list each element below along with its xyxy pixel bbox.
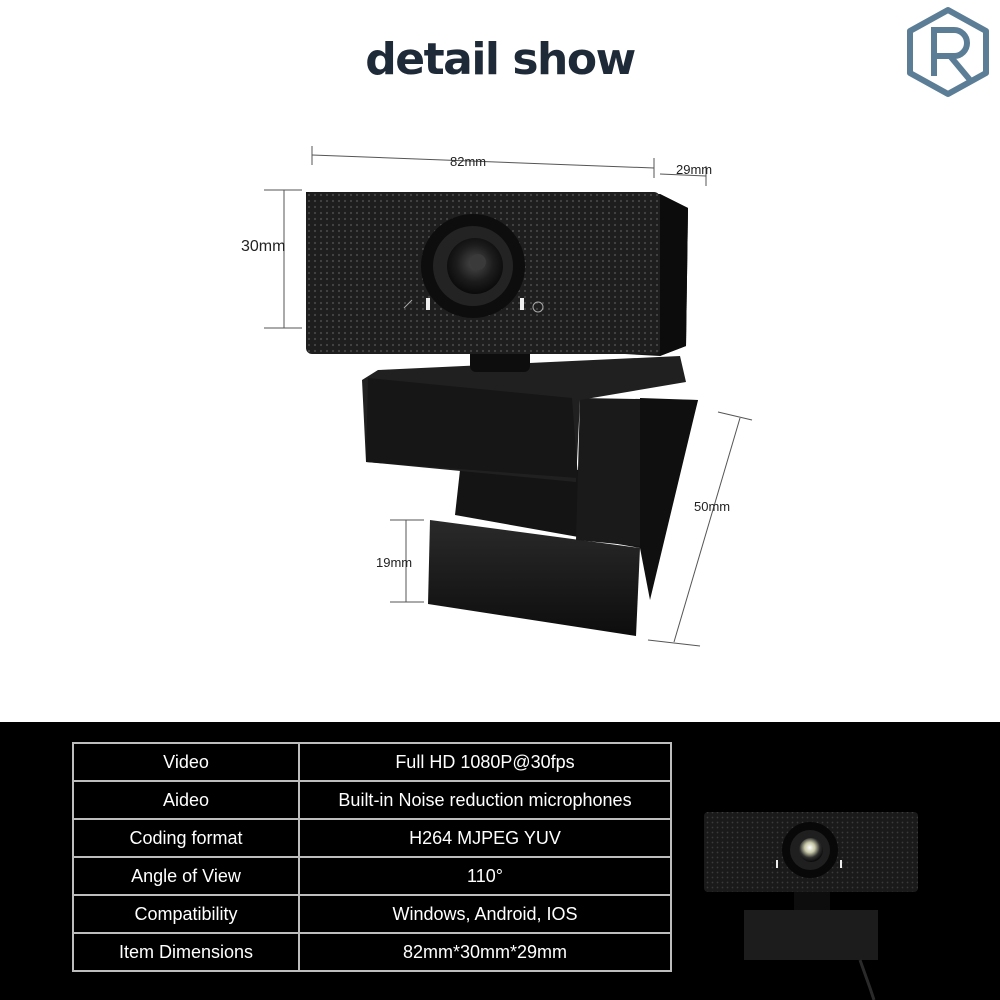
- hexagon-r-logo-icon: [907, 7, 989, 97]
- spec-value: 110°: [298, 856, 672, 896]
- webcam-thumbnail: [704, 812, 918, 1000]
- spec-key: Angle of View: [72, 856, 300, 896]
- specs-table: Video Full HD 1080P@30fps Aideo Built-in…: [72, 742, 672, 972]
- spec-key: Video: [72, 742, 300, 782]
- table-row: Coding format H264 MJPEG YUV: [72, 818, 672, 858]
- table-row: Aideo Built-in Noise reduction microphon…: [72, 780, 672, 820]
- spec-value: 82mm*30mm*29mm: [298, 932, 672, 972]
- spec-value: H264 MJPEG YUV: [298, 818, 672, 858]
- spec-key: Compatibility: [72, 894, 300, 934]
- webcam-dimension-diagram: 82mm 29mm 30mm 19mm 50mm: [0, 130, 1000, 670]
- spec-key: Aideo: [72, 780, 300, 820]
- table-row: Angle of View 110°: [72, 856, 672, 896]
- width-dimension-label: 82mm: [450, 154, 487, 169]
- table-row: Compatibility Windows, Android, IOS: [72, 894, 672, 934]
- spec-value: Full HD 1080P@30fps: [298, 742, 672, 782]
- spec-key: Coding format: [72, 818, 300, 858]
- stand-length-dimension-label: 50mm: [694, 499, 731, 514]
- depth-dimension-label: 29mm: [676, 162, 713, 177]
- table-row: Video Full HD 1080P@30fps: [72, 742, 672, 782]
- specs-panel: Video Full HD 1080P@30fps Aideo Built-in…: [0, 722, 1000, 1000]
- spec-key: Item Dimensions: [72, 932, 300, 972]
- spec-value: Windows, Android, IOS: [298, 894, 672, 934]
- table-row: Item Dimensions 82mm*30mm*29mm: [72, 932, 672, 972]
- webcam-drawing: [264, 146, 753, 647]
- clip-height-dimension-label: 19mm: [376, 555, 413, 570]
- spec-value: Built-in Noise reduction microphones: [298, 780, 672, 820]
- page-title: detail show: [365, 34, 636, 85]
- height-dimension-label: 30mm: [241, 238, 286, 255]
